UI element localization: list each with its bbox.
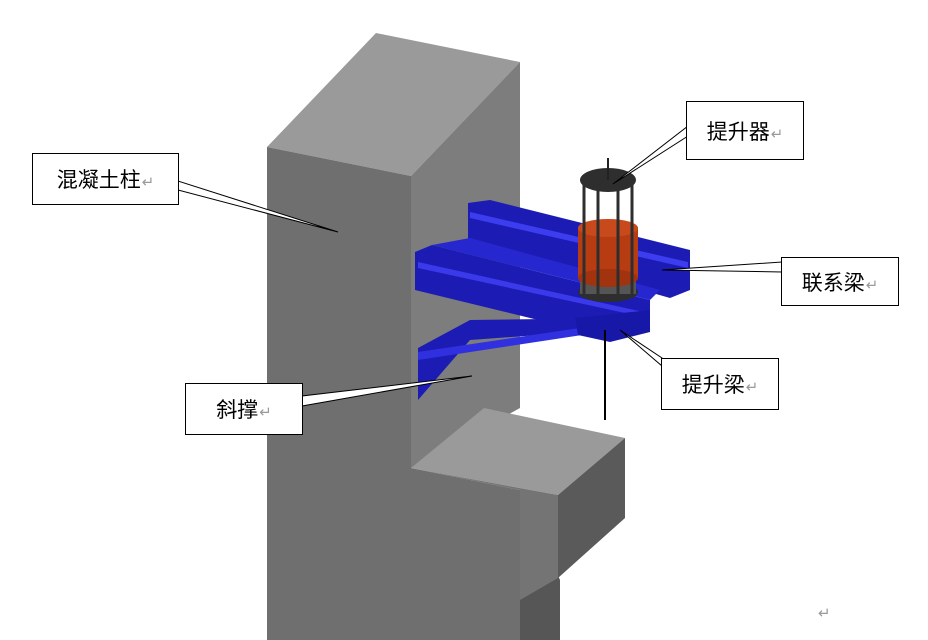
callout-lifter: 提升器↵: [686, 101, 804, 160]
column-front-face: [267, 147, 520, 640]
lifter-cylinder-bottom: [578, 269, 638, 287]
callout-lift-beam-text: 提升梁: [681, 373, 745, 397]
concrete-corbel: [411, 408, 625, 600]
callout-lift-beam: 提升梁↵: [661, 358, 779, 410]
paragraph-end-mark-icon: ↵: [818, 604, 831, 622]
tie-beam-highlight: [418, 262, 648, 318]
leader-lines: [177, 124, 783, 407]
paragraph-mark-icon: ↵: [770, 124, 784, 143]
corbel-right-face: [558, 438, 625, 578]
callout-tie-beam: 联系梁↵: [781, 257, 899, 306]
callout-concrete-column-text: 混凝土柱: [56, 168, 141, 192]
diagonal-brace-flange: [418, 325, 602, 360]
diagonal-brace: [418, 318, 615, 400]
callout-lifter-text: 提升器: [706, 119, 770, 144]
callout-brace-text: 斜撑: [216, 398, 259, 422]
column-top-face: [267, 33, 520, 176]
lifter-frame-posts: [582, 185, 634, 302]
callout-brace: 斜撑↵: [185, 383, 303, 435]
paragraph-mark-icon: ↵: [745, 378, 759, 396]
lift-beam: [575, 310, 650, 342]
paragraph-mark-icon: ↵: [141, 173, 155, 191]
lifter: [578, 158, 638, 302]
paragraph-mark-icon: ↵: [865, 275, 879, 294]
lifter-cylinder-top: [578, 219, 638, 237]
callout-tie-beam-text: 联系梁: [801, 270, 865, 295]
leader-lifter: [612, 124, 689, 185]
corbel-front-face: [411, 468, 558, 600]
paragraph-mark-icon: ↵: [259, 403, 272, 421]
leader-lift-beam: [619, 329, 663, 368]
corbel-top-face: [411, 408, 625, 495]
callout-concrete-column: 混凝土柱↵: [32, 153, 179, 205]
